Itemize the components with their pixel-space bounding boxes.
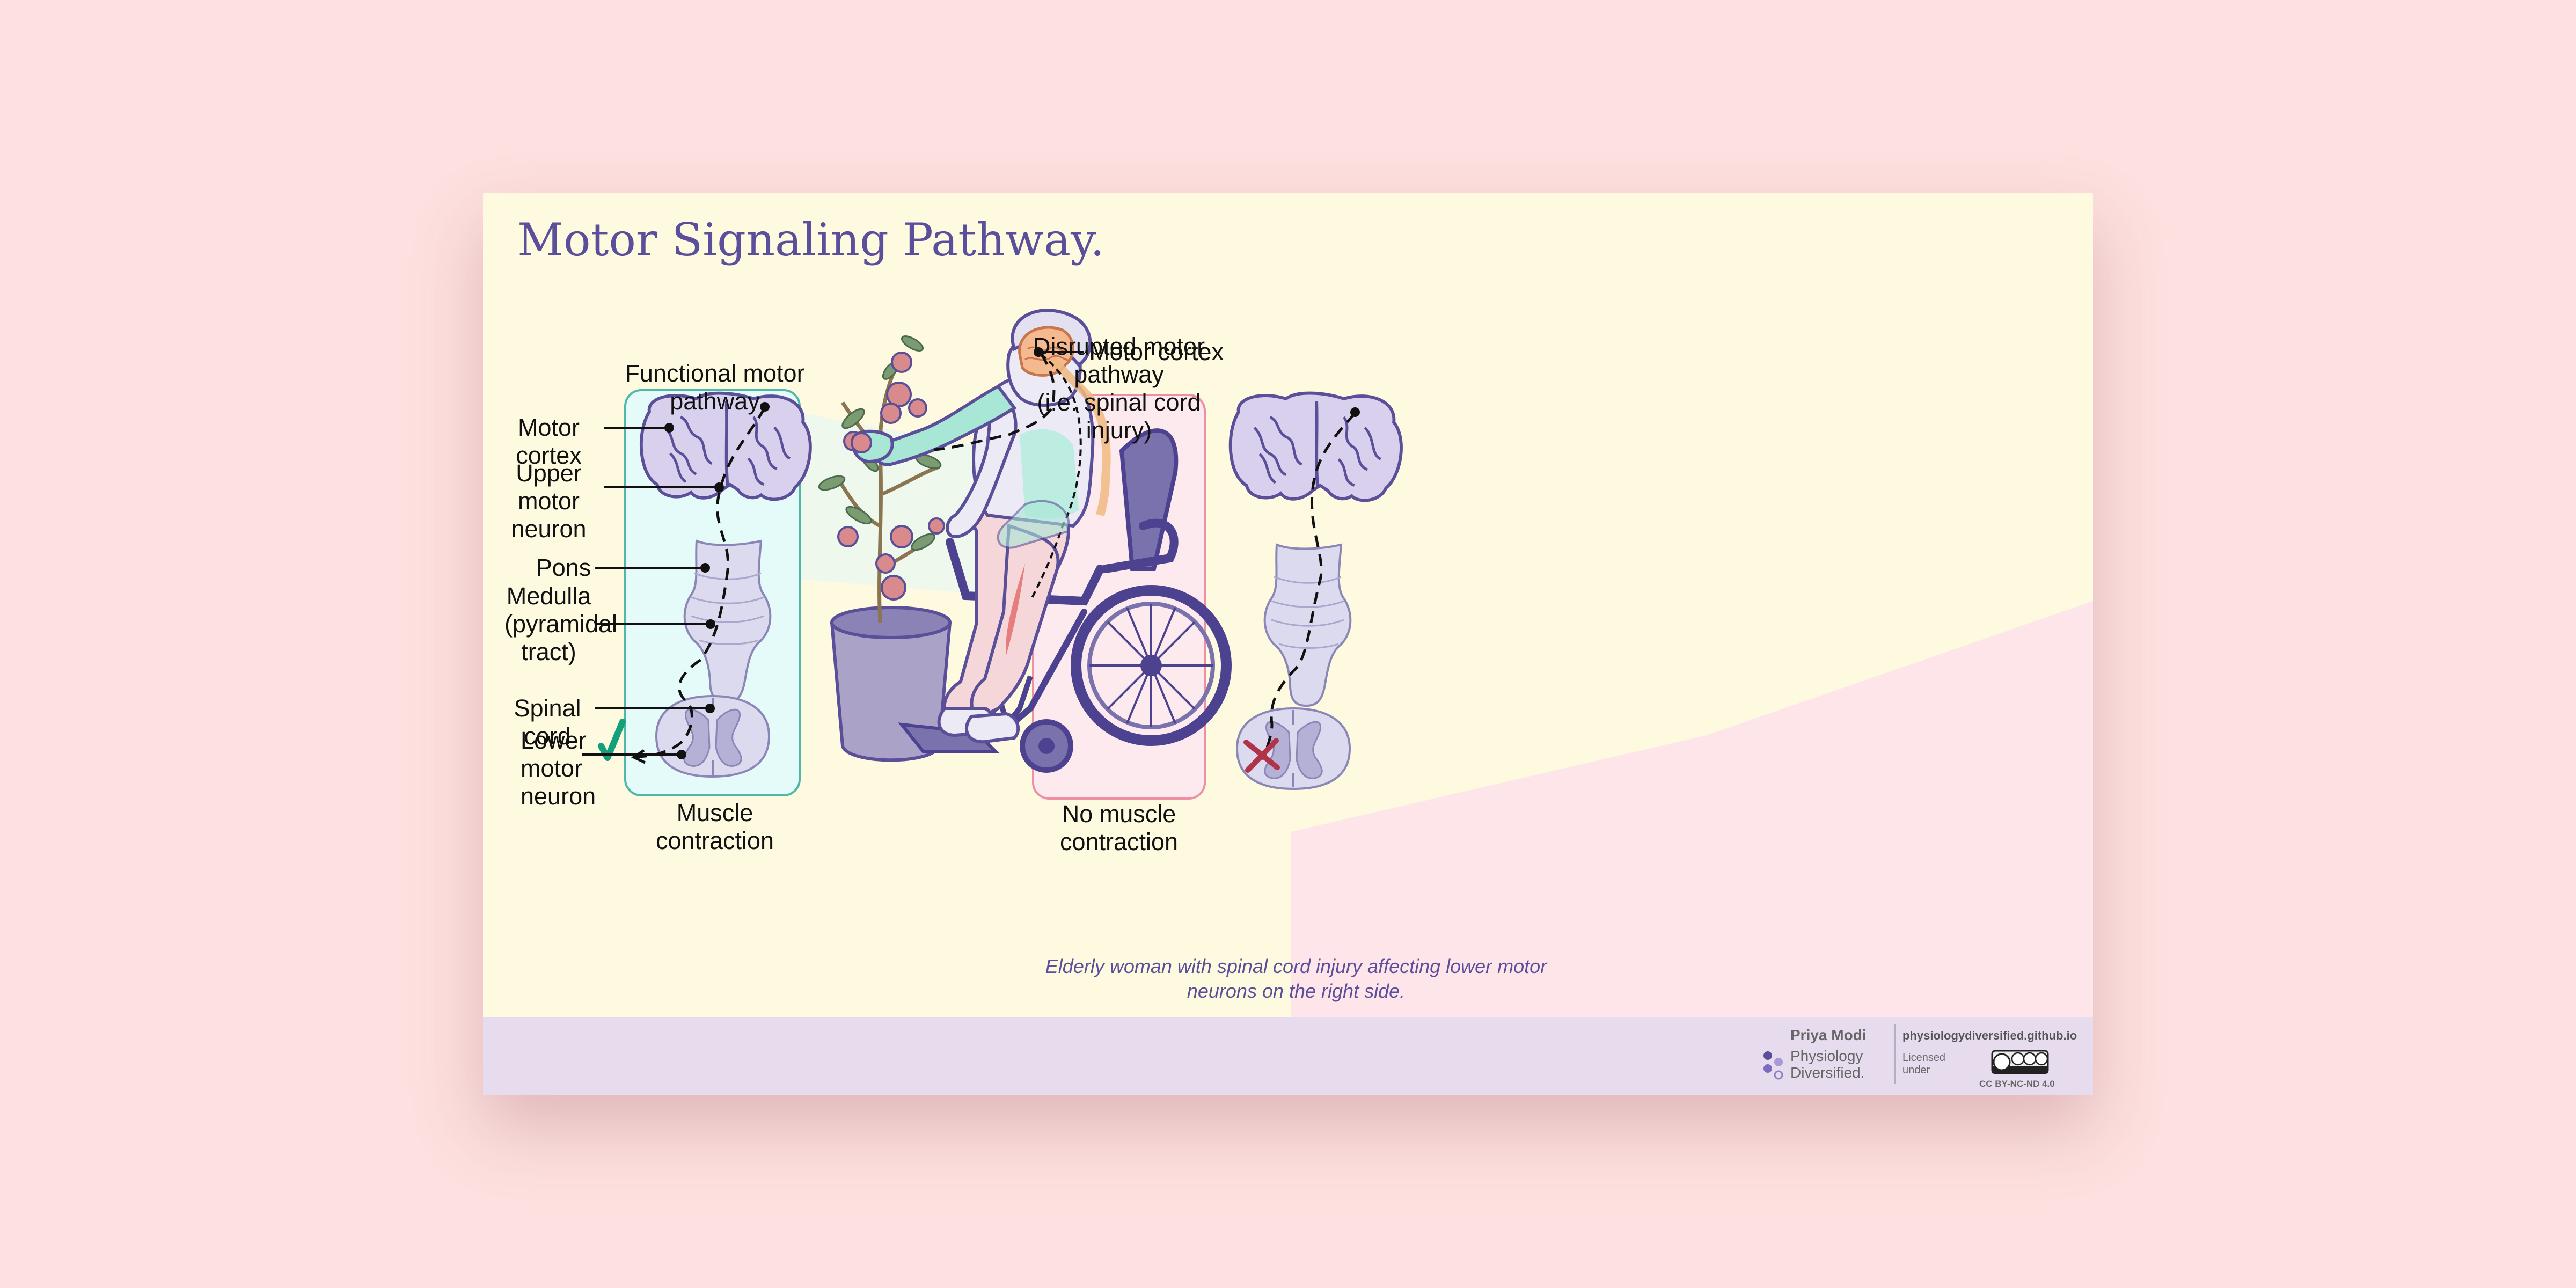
functional-pathway-heading: Functional motor pathway xyxy=(625,360,805,415)
brand-logo-icon xyxy=(1763,1051,1783,1080)
disrupted-pathway-line xyxy=(1260,412,1356,760)
infographic-card: Motor Signaling Pathway. Functional moto… xyxy=(483,193,2093,1095)
cc-license-icon xyxy=(1991,1050,2049,1074)
label-motor-cortex: Motor cortex xyxy=(516,414,582,469)
illustration-artwork xyxy=(582,309,2093,1017)
functional-pathway-panel xyxy=(582,389,810,796)
label-medulla: Medulla (pyramidal tract) xyxy=(504,582,618,665)
author-name: Priya Modi xyxy=(1790,1027,1867,1043)
page-title: Motor Signaling Pathway. xyxy=(517,214,1105,266)
elderly-woman xyxy=(851,309,1111,744)
reaching-arm xyxy=(872,384,1017,466)
cross-icon xyxy=(1243,738,1280,773)
licensed-under-text: Licensed under xyxy=(1902,1052,1946,1076)
functional-outcome: Muscle contraction xyxy=(655,799,774,854)
brain-coronal-right xyxy=(1231,393,1401,501)
label-motor-cortex-center: Motor cortex xyxy=(1089,338,1224,365)
center-illustration xyxy=(818,309,1232,773)
label-spinal-cord: Spinal cord xyxy=(514,694,581,750)
label-upper-motor-neuron: Upper motor neuron xyxy=(511,459,587,543)
illustration-area: Motor Signaling Pathway. Functional moto… xyxy=(483,193,2093,1017)
pathway-arrowhead xyxy=(631,749,646,764)
footer-divider xyxy=(1894,1024,1896,1084)
label-lower-motor-neuron: Lower motor neuron xyxy=(521,727,596,810)
disrupted-outcome: No muscle contraction xyxy=(1059,800,1179,855)
footer-credits: Priya Modi Physiology Diversified. physi… xyxy=(966,1017,2093,1095)
check-icon xyxy=(598,719,626,761)
footer-bar: Priya Modi Physiology Diversified. physi… xyxy=(483,1017,2093,1095)
license-name: CC BY-NC-ND 4.0 xyxy=(1979,1079,2055,1089)
label-pons: Pons xyxy=(536,554,591,581)
pink-wedge xyxy=(1291,601,2093,1017)
brainstem-right xyxy=(1263,544,1352,707)
illustration-caption: Elderly woman with spinal cord injury af… xyxy=(1045,955,1547,1002)
disrupted-pathway-heading: Disrupted motor pathway (i.e. spinal cor… xyxy=(1033,333,1205,444)
website-link[interactable]: physiologydiversified.github.io xyxy=(1902,1029,2077,1042)
brand-name: Physiology Diversified. xyxy=(1790,1048,1865,1081)
